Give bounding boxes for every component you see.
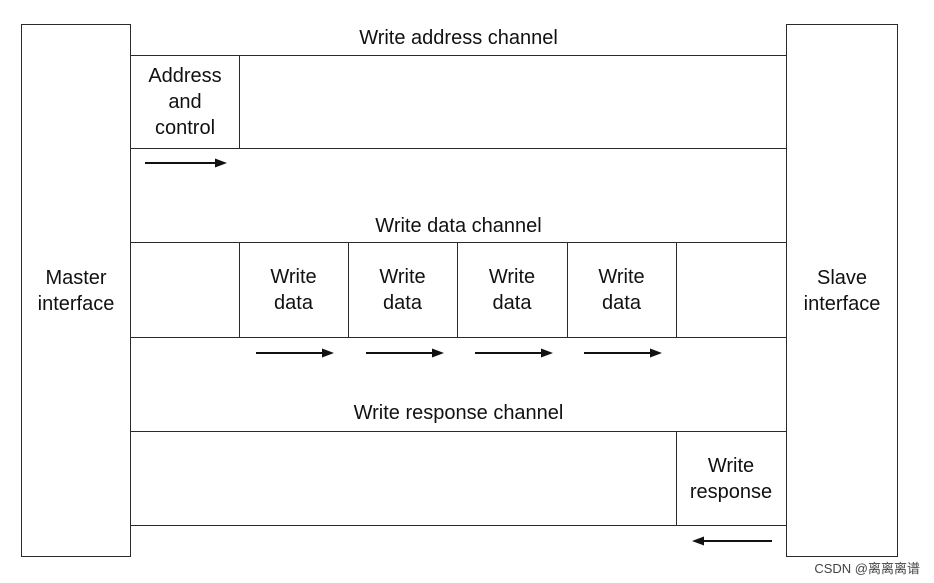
write-response-channel-top bbox=[131, 431, 786, 432]
master-interface-label: Master interface bbox=[37, 266, 115, 315]
write-data-channel-bottom bbox=[131, 337, 786, 338]
write-data-arrow-2 bbox=[366, 348, 444, 358]
write-data-divider-2 bbox=[348, 242, 349, 338]
write-response-cell: Write response bbox=[689, 454, 773, 503]
write-response-channel-bottom bbox=[131, 525, 786, 526]
write-data-divider-1 bbox=[239, 242, 240, 338]
write-data-divider-4 bbox=[567, 242, 568, 338]
write-data-arrow-1 bbox=[256, 348, 334, 358]
write-data-divider-5 bbox=[676, 242, 677, 338]
write-response-divider bbox=[676, 431, 677, 526]
address-arrow bbox=[145, 158, 227, 168]
slave-interface-box: Slave interface bbox=[786, 24, 898, 557]
write-data-cell-2: Write data bbox=[379, 266, 426, 314]
write-data-channel-top bbox=[131, 242, 786, 243]
write-address-channel-title: Write address channel bbox=[359, 27, 558, 49]
write-address-divider bbox=[239, 55, 240, 149]
write-data-divider-3 bbox=[457, 242, 458, 338]
write-response-arrow bbox=[692, 536, 772, 546]
write-data-cell-3: Write data bbox=[488, 266, 536, 314]
slave-interface-label: Slave interface bbox=[803, 266, 881, 315]
write-data-cell-1: Write data bbox=[270, 266, 317, 314]
write-address-channel-bottom bbox=[131, 148, 786, 149]
write-data-channel-title: Write data channel bbox=[375, 215, 542, 237]
write-data-arrow-4 bbox=[584, 348, 662, 358]
csdn-watermark: CSDN @离离离谱 bbox=[814, 561, 920, 576]
write-data-arrow-3 bbox=[475, 348, 553, 358]
address-control-cell: Address and control bbox=[148, 64, 222, 139]
write-data-cell-4: Write data bbox=[598, 266, 645, 314]
master-interface-box: Master interface bbox=[21, 24, 131, 557]
write-response-channel-title: Write response channel bbox=[353, 402, 564, 424]
write-address-channel-top bbox=[131, 55, 786, 56]
